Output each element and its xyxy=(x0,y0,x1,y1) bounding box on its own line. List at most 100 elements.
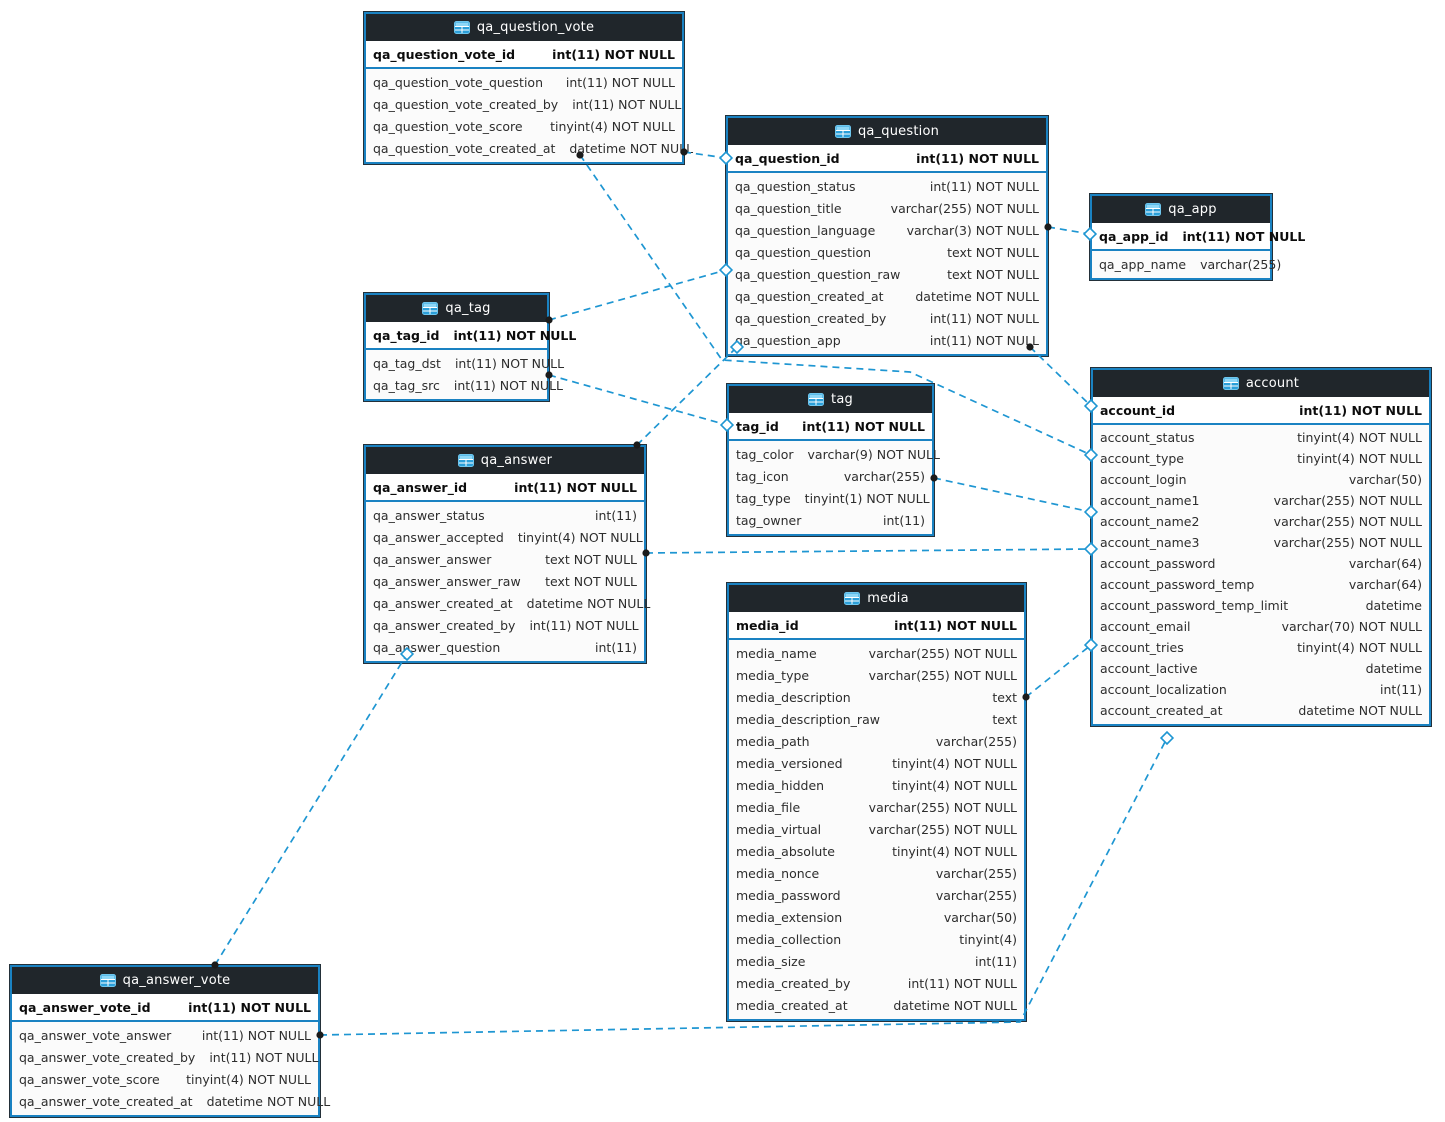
pk-column-name: qa_answer_id xyxy=(373,479,468,495)
relationship-qa_question-to-qa_app[interactable] xyxy=(1047,226,1091,235)
relationship-qa_tag-to-tag[interactable] xyxy=(548,374,728,426)
column-list: tag_color varchar(9) NOT NULL tag_icon v… xyxy=(729,441,940,534)
table-card-qa_answer[interactable]: qa_answer qa_answer_id int(11) NOT NULL … xyxy=(364,445,650,663)
column-name: media_hidden xyxy=(736,777,825,793)
table-header[interactable]: qa_answer_vote xyxy=(12,967,318,994)
column-row: media_virtual varchar(255) NOT NULL xyxy=(729,818,1024,840)
pk-row: qa_tag_id int(11) NOT NULL xyxy=(366,322,576,350)
column-name: qa_answer_answer xyxy=(373,551,492,567)
column-type: int(11) NOT NULL xyxy=(565,74,675,90)
column-name: qa_question_title xyxy=(735,200,842,216)
column-type: text NOT NULL xyxy=(947,266,1039,282)
table-card-qa_app[interactable]: qa_app qa_app_id int(11) NOT NULL qa_app… xyxy=(1090,194,1305,280)
table-card-qa_question[interactable]: qa_question qa_question_id int(11) NOT N… xyxy=(726,116,1048,356)
column-type: varchar(255) xyxy=(843,468,925,484)
table-card-qa_tag[interactable]: qa_tag qa_tag_id int(11) NOT NULL qa_tag… xyxy=(364,293,576,401)
column-row: tag_owner int(11) xyxy=(729,509,932,531)
table-header[interactable]: tag xyxy=(729,386,932,413)
relationship-media-to-account[interactable] xyxy=(1025,644,1092,698)
table-card-tag[interactable]: tag tag_id int(11) NOT NULL tag_color va… xyxy=(727,384,940,536)
column-row: media_collection tinyint(4) xyxy=(729,928,1024,950)
column-type: datetime NOT NULL xyxy=(526,595,651,611)
column-type: int(11) NOT NULL xyxy=(572,96,682,112)
pk-row: account_id int(11) NOT NULL xyxy=(1093,397,1429,425)
column-row: account_lactive datetime xyxy=(1093,658,1429,679)
table-header[interactable]: qa_tag xyxy=(366,295,547,322)
table-title: qa_question_vote xyxy=(476,20,595,35)
column-type: varchar(255) xyxy=(935,733,1017,749)
column-type: int(11) NOT NULL xyxy=(201,1027,311,1043)
pk-row: qa_question_vote_id int(11) NOT NULL xyxy=(366,41,682,69)
column-type: tinyint(4) NOT NULL xyxy=(517,529,643,545)
column-row: qa_answer_vote_created_at datetime NOT N… xyxy=(12,1090,330,1112)
column-name: qa_answer_answer_raw xyxy=(373,573,521,589)
relationship-qa_tag-to-qa_question[interactable] xyxy=(548,269,727,321)
table-header[interactable]: qa_app xyxy=(1092,196,1270,223)
column-name: media_virtual xyxy=(736,821,822,837)
table-header[interactable]: media xyxy=(729,585,1024,612)
pk-row: qa_answer_id int(11) NOT NULL xyxy=(366,474,644,502)
column-type: tinyint(4) NOT NULL xyxy=(186,1071,311,1087)
column-type: int(11) xyxy=(1380,682,1422,697)
pk-column-type: int(11) NOT NULL xyxy=(552,46,675,62)
column-type: datetime NOT NULL xyxy=(206,1093,331,1109)
column-type: varchar(255) xyxy=(935,887,1017,903)
column-name: account_tries xyxy=(1100,640,1184,655)
table-header[interactable]: qa_question_vote xyxy=(366,14,682,41)
table-title: qa_question xyxy=(857,124,940,139)
pk-column-name: tag_id xyxy=(736,418,779,434)
table-card-qa_answer_vote[interactable]: qa_answer_vote qa_answer_vote_id int(11)… xyxy=(10,965,330,1117)
table-header[interactable]: qa_answer xyxy=(366,447,644,474)
column-name: account_lactive xyxy=(1100,661,1198,676)
relationship-qa_answer-to-account[interactable] xyxy=(645,548,1092,554)
column-row: account_localization int(11) xyxy=(1093,679,1429,700)
table-icon xyxy=(99,974,116,987)
column-type: varchar(255) NOT NULL xyxy=(1273,514,1422,529)
column-type: varchar(255) NOT NULL xyxy=(868,799,1017,815)
column-row: qa_question_question text NOT NULL xyxy=(728,241,1046,263)
table-title: tag xyxy=(831,392,853,407)
column-row: qa_question_question_raw text NOT NULL xyxy=(728,263,1046,285)
column-name: media_file xyxy=(736,799,801,815)
column-name: media_type xyxy=(736,667,810,683)
column-type: tinyint(4) NOT NULL xyxy=(892,755,1017,771)
pk-column-name: qa_answer_vote_id xyxy=(19,999,151,1015)
pk-row: tag_id int(11) NOT NULL xyxy=(729,413,932,441)
column-row: media_path varchar(255) xyxy=(729,730,1024,752)
relationship-tag-to-account[interactable] xyxy=(933,477,1092,513)
relationship-qa_answer-to-qa_question[interactable] xyxy=(636,346,738,446)
column-name: account_status xyxy=(1100,430,1195,445)
column-row: qa_answer_accepted tinyint(4) NOT NULL xyxy=(366,526,644,548)
column-type: datetime NOT NULL xyxy=(893,997,1017,1013)
column-name: media_password xyxy=(736,887,841,903)
column-row: media_nonce varchar(255) xyxy=(729,862,1024,884)
column-row: media_versioned tinyint(4) NOT NULL xyxy=(729,752,1024,774)
table-header[interactable]: qa_question xyxy=(728,118,1046,145)
table-card-media[interactable]: media media_id int(11) NOT NULL media_na… xyxy=(727,583,1026,1021)
column-type: tinyint(4) NOT NULL xyxy=(1297,430,1422,445)
column-type: int(11) NOT NULL xyxy=(907,975,1017,991)
column-type: varchar(70) NOT NULL xyxy=(1281,619,1422,634)
relationship-qa_answer_vote-to-qa_answer[interactable] xyxy=(214,653,408,966)
column-type: text NOT NULL xyxy=(947,244,1039,260)
column-row: media_type varchar(255) NOT NULL xyxy=(729,664,1024,686)
table-card-qa_question_vote[interactable]: qa_question_vote qa_question_vote_id int… xyxy=(364,12,693,164)
table-title: account xyxy=(1245,376,1300,391)
column-name: media_absolute xyxy=(736,843,835,859)
column-name: account_name2 xyxy=(1100,514,1200,529)
column-name: qa_question_language xyxy=(735,222,876,238)
column-row: qa_tag_src int(11) NOT NULL xyxy=(366,374,563,396)
column-row: media_created_at datetime NOT NULL xyxy=(729,994,1024,1016)
column-name: qa_question_vote_question xyxy=(373,74,543,90)
column-name: qa_answer_vote_created_by xyxy=(19,1049,196,1065)
table-header[interactable]: account xyxy=(1093,370,1429,397)
table-card-account[interactable]: account account_id int(11) NOT NULL acco… xyxy=(1091,368,1431,726)
column-row: qa_answer_created_by int(11) NOT NULL xyxy=(366,614,644,636)
column-row: media_file varchar(255) NOT NULL xyxy=(729,796,1024,818)
pk-column-type: int(11) NOT NULL xyxy=(894,617,1017,633)
column-type: int(11) NOT NULL xyxy=(454,355,565,371)
column-type: datetime xyxy=(1365,598,1422,613)
column-name: qa_question_created_by xyxy=(735,310,887,326)
column-name: tag_icon xyxy=(736,468,789,484)
